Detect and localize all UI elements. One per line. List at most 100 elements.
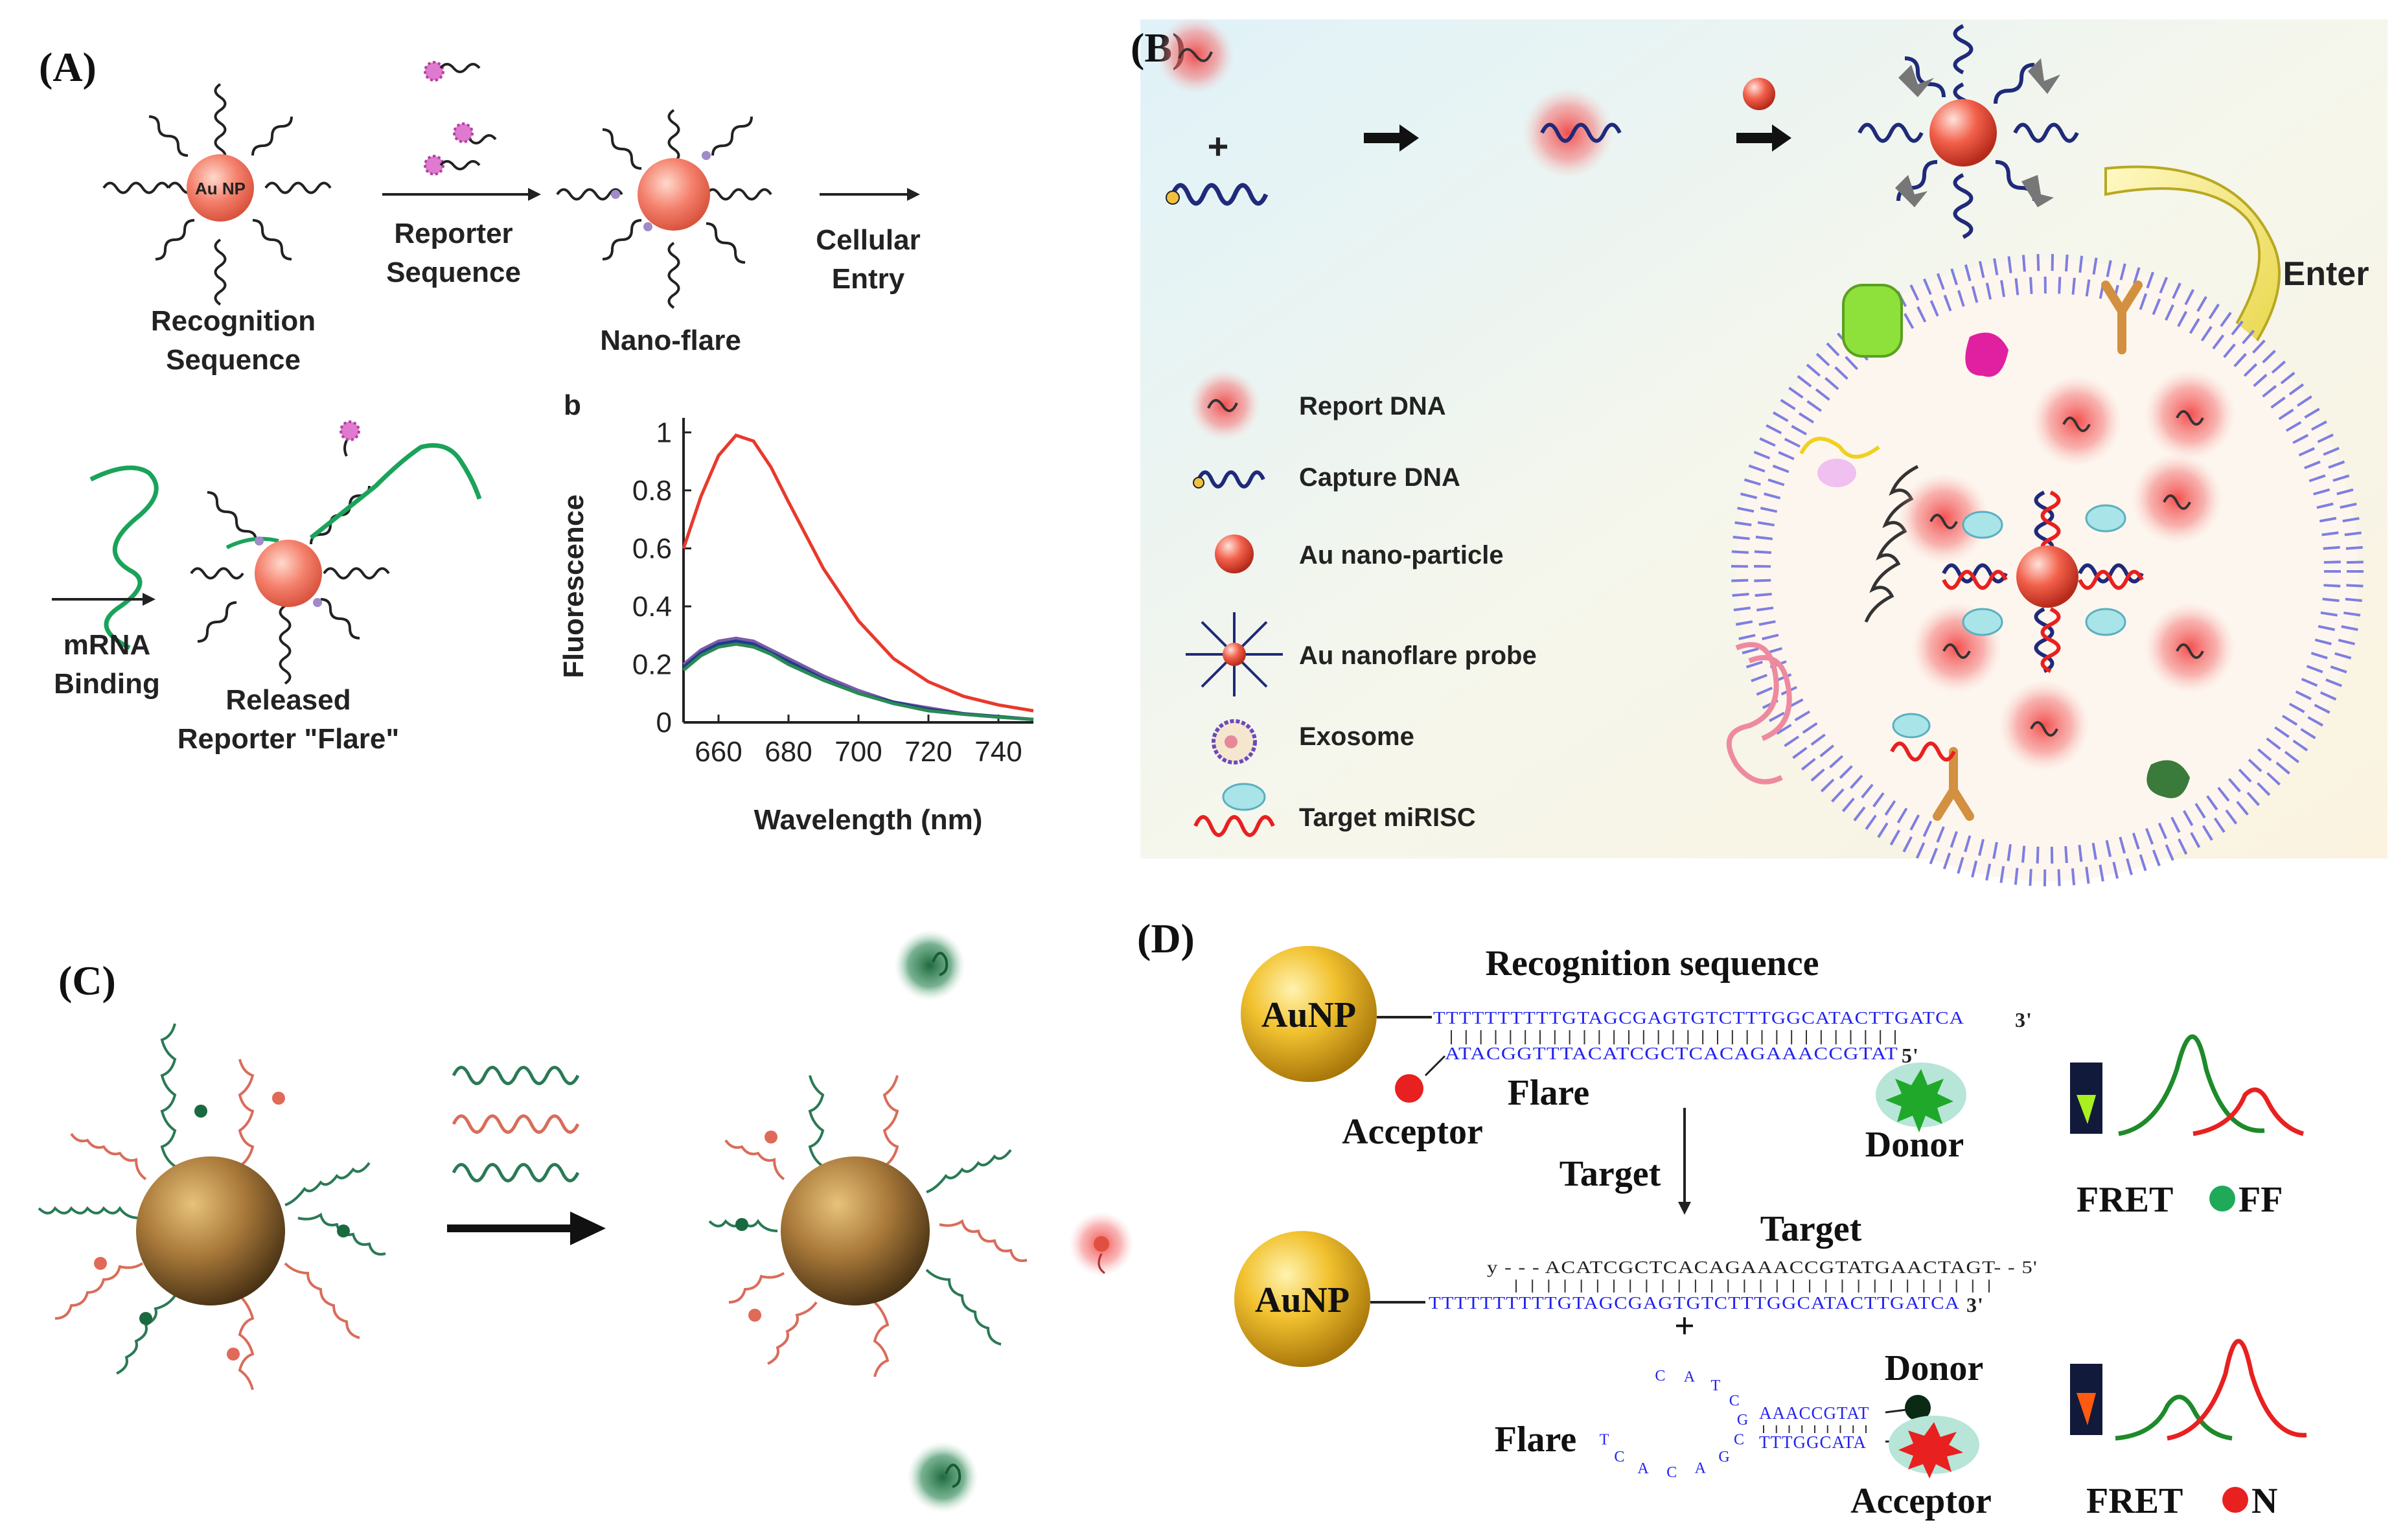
cellular-label-2: Entry	[832, 263, 905, 295]
tube-on-fluor	[2077, 1393, 2096, 1425]
reporter-label-1: Reporter	[394, 218, 512, 249]
au-np-label: Au NP	[195, 179, 246, 198]
exosome-icon	[1212, 719, 1257, 764]
reporter-label-2: Sequence	[386, 257, 521, 288]
chart-lines	[682, 433, 1034, 721]
seq-flare: ATACGGTTTACATCGCTCACAGAAACCGTAT	[1445, 1044, 1898, 1063]
plus-b: +	[1208, 126, 1229, 167]
loop-letter: C	[1666, 1464, 1677, 1481]
plus-d: +	[1674, 1306, 1695, 1346]
free-flare-green-top	[894, 930, 965, 1001]
y-tick-label: 0.8	[632, 475, 672, 507]
x-tick-label: 700	[834, 736, 882, 768]
legend-label-1: Capture DNA	[1299, 463, 1460, 492]
aunp-bottom-label: AuNP	[1255, 1280, 1350, 1320]
seq-top: TTTTTTTTTTGTAGCGAGTGTCTTTGGCATACTTGATCA	[1433, 1008, 1964, 1028]
series-line-0	[682, 433, 1034, 713]
target-mirisc-icon	[1193, 783, 1275, 837]
loop-letter: T	[1710, 1377, 1720, 1394]
capture-dna-icon	[1193, 470, 1265, 488]
enter-label: Enter	[2283, 255, 2369, 293]
seq-bottom: TTTTTTTTTTGTAGCGAGTGTCTTTGGCATACTTGATCA	[1429, 1293, 1960, 1313]
acceptor-label: Acceptor	[1342, 1112, 1483, 1152]
loop-letter: A	[1637, 1460, 1649, 1477]
hairpin-stem-bottom: TTTGGCATA	[1759, 1432, 1867, 1452]
loop-letter: C	[1614, 1449, 1624, 1465]
x-tick-label: 740	[974, 736, 1022, 768]
hybrid-dna	[1523, 87, 1622, 178]
au-nanoparticle-icon	[1215, 534, 1254, 573]
fret-off-suffix: FF	[2239, 1180, 2283, 1220]
report-dna-icon	[1189, 369, 1260, 441]
acceptor2-label: Acceptor	[1850, 1481, 1992, 1521]
free-flare-green-bottom	[907, 1442, 978, 1513]
panel-d-label: (D)	[1137, 915, 1195, 961]
fret-on-dot	[2222, 1487, 2248, 1513]
free-strands-c	[452, 1066, 580, 1182]
fret-off-spectrum	[2070, 1034, 2305, 1136]
aunp-top	[1241, 946, 1377, 1082]
cargo-protein	[1965, 332, 2008, 377]
arrow-c	[447, 1212, 606, 1245]
fret-on-label: FRET	[2086, 1481, 2183, 1521]
y-tick-label: 0.4	[632, 591, 672, 623]
nano-flare	[556, 109, 772, 309]
series-line-1	[682, 636, 1034, 721]
exosome	[1726, 254, 2364, 886]
series-line-2	[682, 639, 1034, 721]
fret-off-label: FRET	[2077, 1180, 2173, 1220]
released-flare	[190, 420, 482, 685]
hairpin-stem-top: AAACCGTAT	[1759, 1403, 1869, 1423]
acceptor-dot-top	[1395, 1074, 1423, 1103]
acceptor-star-bottom	[1889, 1416, 1979, 1478]
flare2-label: Flare	[1495, 1419, 1576, 1460]
arrow-b1	[1364, 124, 1419, 152]
aunp-bottom	[1234, 1231, 1370, 1367]
legend-b: Report DNA Capture DNA Au nano-particle …	[1186, 369, 1537, 837]
mrna-label-1: mRNA	[63, 629, 150, 661]
tube-off-fluor	[2077, 1095, 2096, 1124]
panel-a-label: (A)	[39, 44, 97, 90]
donor-dot-bottom	[1905, 1395, 1931, 1421]
loop-letter: A	[1695, 1460, 1707, 1477]
x-tick-label: 680	[765, 736, 812, 768]
loop-letter: G	[1718, 1449, 1729, 1465]
cellular-label-1: Cellular	[816, 224, 920, 256]
nanoparticle-c-left	[38, 1023, 386, 1390]
legend-label-0: Report DNA	[1299, 392, 1446, 420]
panel-c: (C)	[38, 930, 1134, 1513]
panel-c-label: (C)	[58, 958, 116, 1004]
panel-b: (B) +	[1131, 16, 2388, 886]
membrane-protein-green	[1842, 284, 1903, 358]
pairing-bars-bottom	[1515, 1280, 1990, 1293]
flare-label: Flare	[1508, 1073, 1589, 1113]
nanoflare-label: Nano-flare	[600, 325, 741, 356]
probe-in-exosome	[1942, 490, 2144, 673]
y-tick-label: 1	[656, 417, 672, 448]
legend-label-4: Exosome	[1299, 722, 1414, 751]
capture-dna-top	[1170, 183, 1269, 206]
legend-label-5: Target miRISC	[1299, 803, 1476, 832]
chart-ylabel: Fluorescence	[558, 494, 590, 678]
aunp-top-label: AuNP	[1261, 995, 1356, 1035]
loop-letter: G	[1737, 1412, 1748, 1429]
legend-label-3: Au nanoflare probe	[1299, 641, 1537, 670]
seq-top-end: 3'	[2015, 1008, 2032, 1031]
coiled-strand	[1864, 465, 1919, 623]
au-np-sphere	[187, 154, 254, 222]
au-nanoflare-probe-top	[1858, 24, 2079, 239]
recognition-label-2: Sequence	[166, 344, 301, 376]
released-report-dna	[1898, 369, 2235, 771]
report-dna-glow-top	[1157, 16, 1234, 94]
mrna-label-2: Binding	[54, 668, 160, 700]
fret-off-dot	[2209, 1186, 2235, 1212]
loop-letter: T	[1600, 1432, 1609, 1449]
seq-bottom-end: 3'	[1966, 1293, 1984, 1316]
legend-label-2: Au nano-particle	[1299, 541, 1504, 569]
receptor-bottom	[1933, 747, 1974, 821]
donor-label: Donor	[1865, 1125, 1964, 1165]
x-tick-label: 720	[904, 736, 952, 768]
